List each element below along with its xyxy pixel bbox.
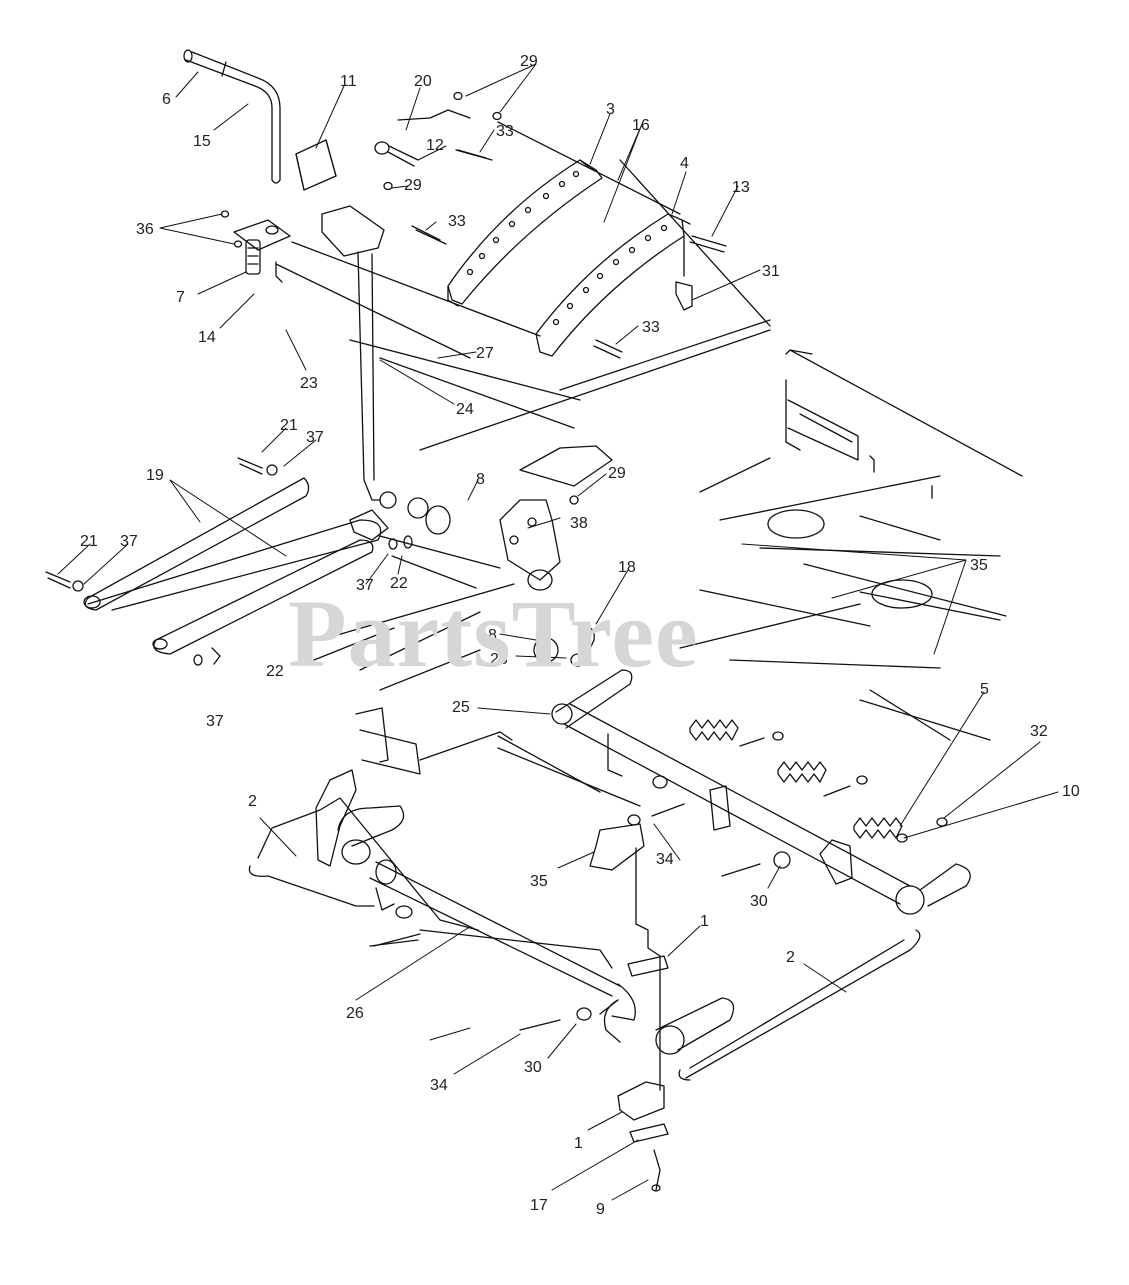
callout-33-low: 33 — [642, 319, 660, 336]
clevis-pin-part — [374, 91, 502, 245]
callout-37-low: 37 — [206, 713, 224, 730]
callout-3: 3 — [606, 101, 615, 118]
callout-36: 36 — [136, 221, 154, 238]
callout-37-top: 37 — [306, 429, 324, 446]
callout-31: 31 — [762, 263, 780, 280]
callout-25: 25 — [452, 699, 470, 716]
callout-30-low: 30 — [524, 1059, 542, 1076]
callout-2-right: 2 — [786, 949, 795, 966]
callout-29-mid: 29 — [404, 177, 422, 194]
callout-19: 19 — [146, 467, 164, 484]
bushings-part — [313, 445, 613, 691]
pins-clips-part — [45, 457, 413, 666]
frame-deck-part — [679, 349, 1023, 741]
callout-22-low: 22 — [266, 663, 284, 680]
callout-34-low: 34 — [430, 1077, 448, 1094]
callout-8-mid: 8 — [488, 627, 497, 644]
callout-29-center: 29 — [608, 465, 626, 482]
callout-2-left: 2 — [248, 793, 257, 810]
callout-4: 4 — [680, 155, 689, 172]
callout-1-low: 1 — [574, 1135, 583, 1152]
callout-38: 38 — [570, 515, 588, 532]
callout-23: 23 — [300, 375, 318, 392]
callout-14: 14 — [198, 329, 216, 346]
right-shaft-part — [497, 669, 971, 915]
callout-6: 6 — [162, 91, 171, 108]
pedal-lever-part — [321, 205, 389, 541]
callout-10: 10 — [1062, 783, 1080, 800]
frame-lines-part — [275, 121, 771, 451]
callout-37-mid: 37 — [356, 577, 374, 594]
callout-21-left: 21 — [80, 533, 98, 550]
callout-24: 24 — [456, 401, 474, 418]
callout-5: 5 — [980, 681, 989, 698]
callout-22-mid: 22 — [390, 575, 408, 592]
control-rod-part — [373, 847, 669, 1192]
callout-34-mid: 34 — [656, 851, 674, 868]
callout-35-right: 35 — [970, 557, 988, 574]
pivot-mount-part — [220, 210, 291, 283]
callout-9: 9 — [596, 1201, 605, 1218]
callout-32: 32 — [1030, 723, 1048, 740]
callout-27: 27 — [476, 345, 494, 362]
callout-12: 12 — [426, 137, 444, 154]
callout-35-mid: 35 — [530, 873, 548, 890]
link-rods-part — [83, 477, 382, 655]
callout-16: 16 — [632, 117, 650, 134]
leader-lines — [57, 63, 1059, 1201]
callout-33-top: 33 — [496, 123, 514, 140]
callout-29-top: 29 — [520, 53, 538, 70]
callout-18: 18 — [618, 559, 636, 576]
callout-labels: 6 15 11 20 29 12 33 3 16 4 13 29 33 36 3… — [80, 53, 1080, 1218]
springs-part — [689, 719, 948, 843]
callout-26: 26 — [346, 1005, 364, 1022]
callout-20: 20 — [414, 73, 432, 90]
callout-30-right: 30 — [750, 893, 768, 910]
lower-frame-part — [248, 707, 921, 1081]
bracket-4-part — [535, 213, 693, 357]
callout-1-top: 1 — [700, 913, 709, 930]
callout-11: 11 — [340, 73, 357, 90]
callout-7: 7 — [176, 289, 185, 306]
callout-13: 13 — [732, 179, 750, 196]
callout-21-top: 21 — [280, 417, 298, 434]
callout-15: 15 — [193, 133, 211, 150]
callout-17: 17 — [530, 1197, 548, 1214]
pad-part — [295, 139, 337, 191]
callout-8-top: 8 — [476, 471, 485, 488]
callout-37-left: 37 — [120, 533, 138, 550]
callout-33-mid: 33 — [448, 213, 466, 230]
callout-28: 28 — [490, 651, 508, 668]
handle-part — [183, 49, 281, 184]
bolts-part — [411, 149, 727, 359]
